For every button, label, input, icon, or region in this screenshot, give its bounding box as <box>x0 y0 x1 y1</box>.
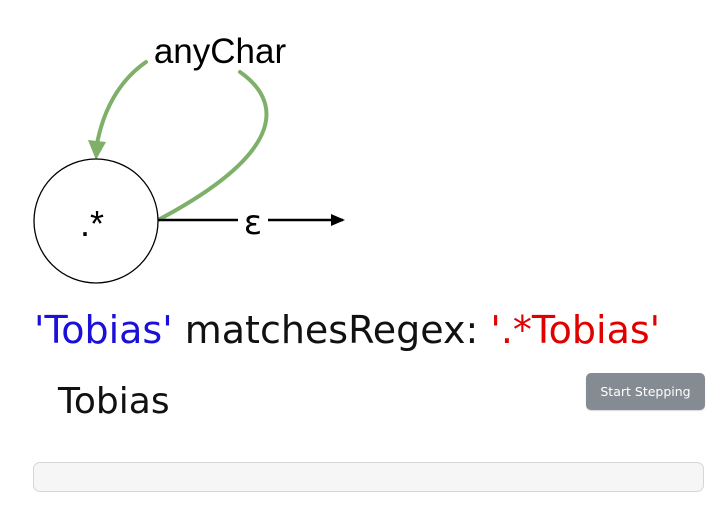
loop-transition-label: anyChar <box>154 32 287 71</box>
loop-arrowhead <box>88 140 106 160</box>
method-name: matchesRegex: <box>172 308 491 352</box>
regex-expression: 'Tobias' matchesRegex: '.*Tobias' <box>34 302 660 358</box>
start-stepping-button[interactable]: Start Stepping <box>586 373 705 410</box>
regex-literal: '.*Tobias' <box>490 308 661 352</box>
loop-transition-arrow <box>94 60 269 222</box>
string-literal: 'Tobias' <box>34 308 173 352</box>
exit-transition-label: ε <box>244 203 262 243</box>
state-label: .* <box>80 203 104 244</box>
nfa-diagram: anyChar .* ε <box>33 32 345 284</box>
progress-bar <box>33 462 704 492</box>
input-string: Tobias <box>58 381 170 422</box>
epsilon-label-bg <box>238 203 268 239</box>
